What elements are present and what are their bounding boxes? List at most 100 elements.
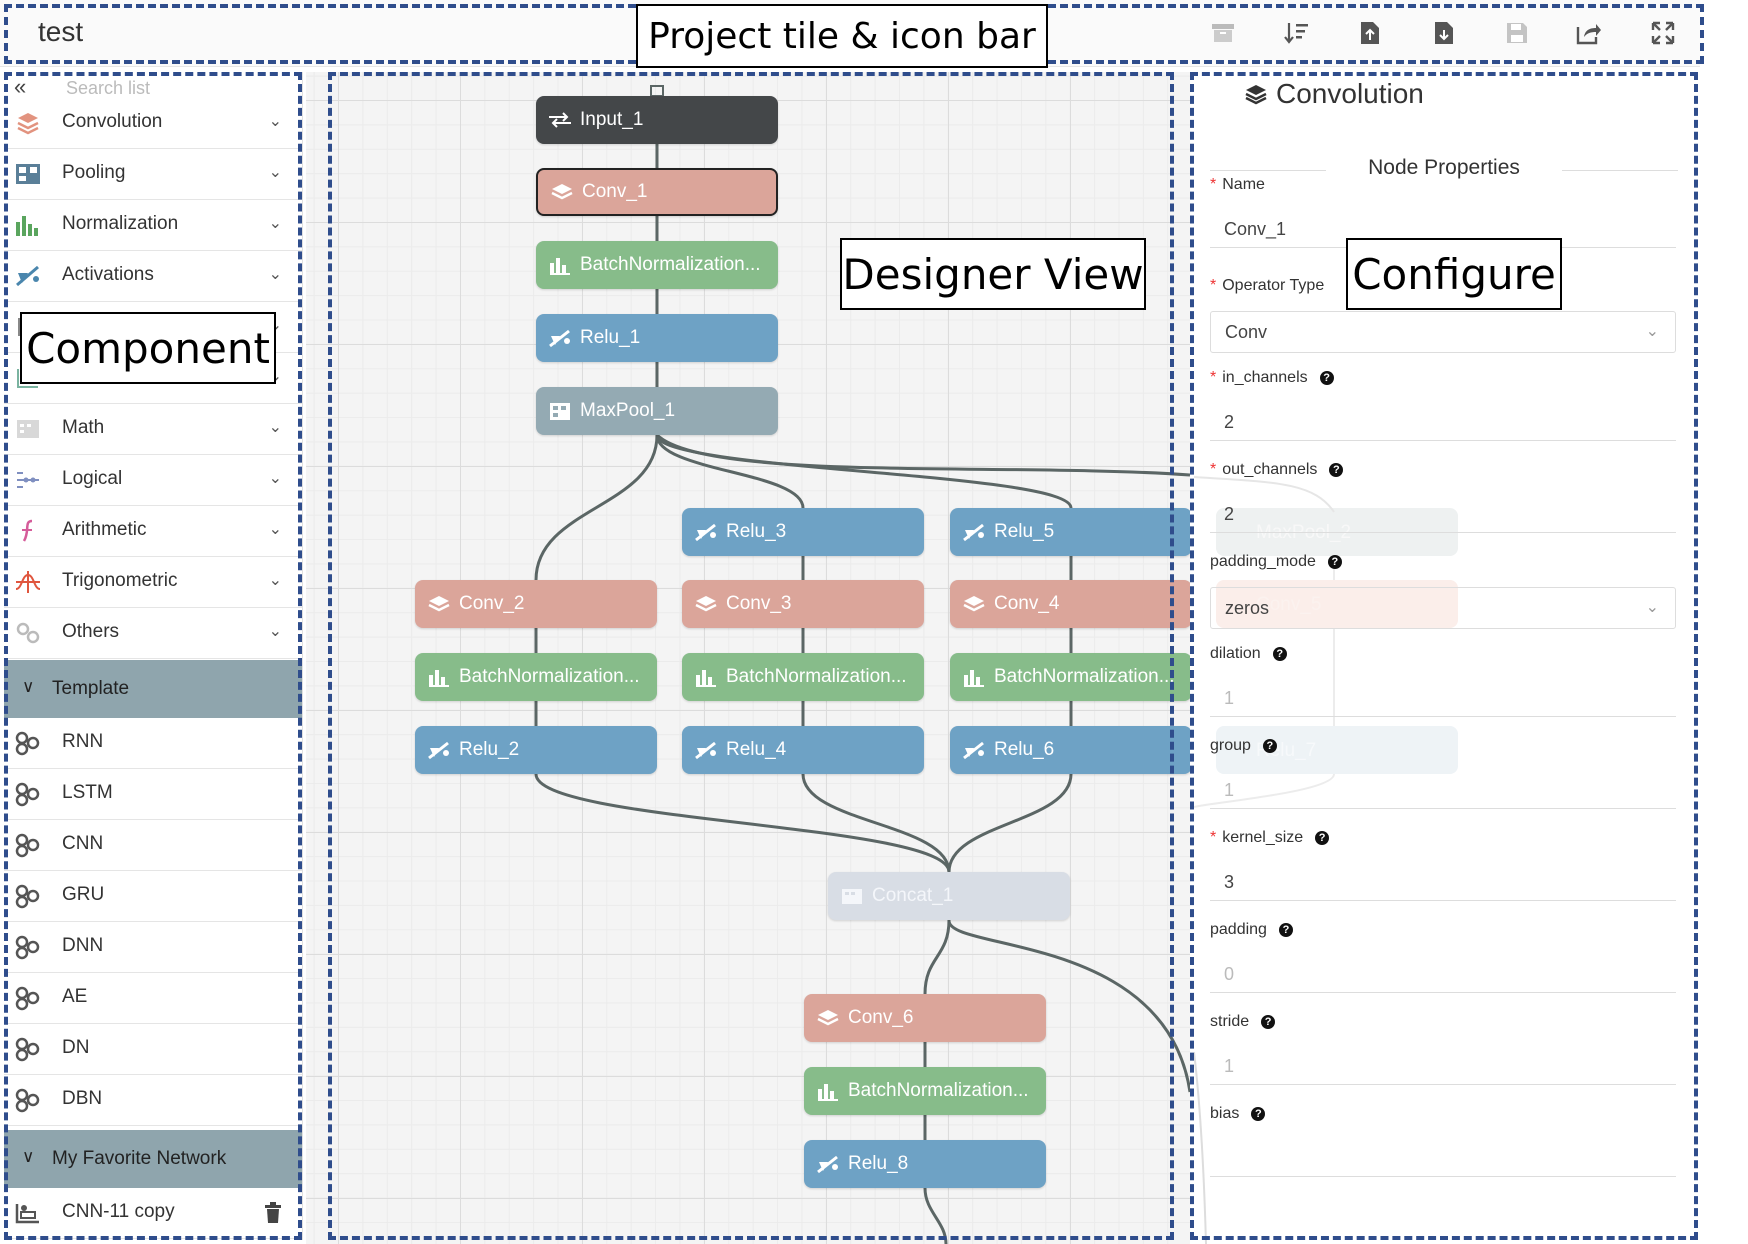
node-bn-2[interactable]: BatchNormalization... bbox=[415, 653, 657, 701]
template-item-dn[interactable]: DN bbox=[4, 1024, 302, 1075]
category-label: Pooling bbox=[62, 162, 126, 183]
search-input[interactable]: Search list bbox=[66, 78, 151, 98]
fullscreen-icon[interactable] bbox=[1648, 18, 1678, 48]
padding-mode-select[interactable]: zeros⌄ bbox=[1210, 587, 1676, 629]
archive-icon[interactable] bbox=[1208, 18, 1238, 48]
category-math[interactable]: Math ⌄ bbox=[4, 404, 302, 455]
chevron-down-icon[interactable]: ⌄ bbox=[268, 521, 282, 538]
category-pooling[interactable]: Pooling ⌄ bbox=[4, 149, 302, 200]
bn-icon bbox=[694, 667, 718, 687]
share-icon[interactable] bbox=[1574, 18, 1604, 48]
chevron-down-icon[interactable]: ⌄ bbox=[268, 419, 282, 436]
node-conv-1[interactable]: Conv_1 bbox=[536, 168, 778, 216]
stride-input[interactable]: 1 bbox=[1210, 1047, 1676, 1085]
node-input-1[interactable]: Input_1 bbox=[536, 96, 778, 144]
node-maxpool-1[interactable]: MaxPool_1 bbox=[536, 387, 778, 435]
template-item-gru[interactable]: GRU bbox=[4, 871, 302, 922]
help-icon[interactable]: ? bbox=[1272, 647, 1287, 661]
field-label-text: bias bbox=[1210, 1105, 1240, 1122]
help-icon[interactable]: ? bbox=[1262, 739, 1277, 753]
save-icon[interactable] bbox=[1502, 18, 1532, 48]
node-conv-2[interactable]: Conv_2 bbox=[415, 580, 657, 628]
panel-title-text: Convolution bbox=[1276, 78, 1424, 109]
input-icon bbox=[548, 110, 572, 130]
sort-icon[interactable] bbox=[1282, 18, 1312, 48]
template-item-cnn[interactable]: CNN bbox=[4, 820, 302, 871]
help-icon[interactable]: ? bbox=[1261, 1015, 1276, 1029]
upload-file-icon[interactable] bbox=[1355, 18, 1385, 48]
node-conv-3[interactable]: Conv_3 bbox=[682, 580, 924, 628]
edge bbox=[923, 919, 951, 995]
node-bn-3[interactable]: BatchNormalization... bbox=[682, 653, 924, 701]
padding-input[interactable]: 0 bbox=[1210, 955, 1676, 993]
chevron-down-icon: ∨ bbox=[22, 677, 35, 696]
chevron-down-icon[interactable]: ⌄ bbox=[268, 470, 282, 487]
category-convolution[interactable]: Convolution ⌄ bbox=[4, 98, 302, 149]
help-icon[interactable]: ? bbox=[1251, 1107, 1266, 1121]
node-relu-2[interactable]: Relu_2 bbox=[415, 726, 657, 774]
component-callout: Component bbox=[20, 312, 276, 384]
node-bn-4[interactable]: BatchNormalization... bbox=[950, 653, 1190, 701]
download-file-icon[interactable] bbox=[1429, 18, 1459, 48]
help-icon[interactable]: ? bbox=[1278, 923, 1293, 937]
chevron-down-icon[interactable]: ⌄ bbox=[268, 572, 282, 589]
template-item-ae[interactable]: AE bbox=[4, 973, 302, 1024]
list-item: DN bbox=[62, 1037, 90, 1058]
collapse-sidebar-icon[interactable]: « bbox=[14, 74, 27, 99]
chevron-down-icon[interactable]: ⌄ bbox=[268, 113, 282, 130]
relu-icon bbox=[816, 1154, 840, 1174]
node-conv-6[interactable]: Conv_6 bbox=[804, 994, 1046, 1042]
group-input[interactable]: 1 bbox=[1210, 771, 1676, 809]
node-relu-3[interactable]: Relu_3 bbox=[682, 508, 924, 556]
node-label: BatchNormalization... bbox=[726, 666, 907, 687]
node-relu-1[interactable]: Relu_1 bbox=[536, 314, 778, 362]
template-item-dbn[interactable]: DBN bbox=[4, 1075, 302, 1126]
field-label-group: group? bbox=[1210, 737, 1277, 755]
bn-icon bbox=[962, 667, 986, 687]
node-relu-5[interactable]: Relu_5 bbox=[950, 508, 1190, 556]
template-item-lstm[interactable]: LSTM bbox=[4, 769, 302, 820]
help-icon[interactable]: ? bbox=[1315, 831, 1330, 845]
node-conv-4[interactable]: Conv_4 bbox=[950, 580, 1190, 628]
node-concat-1[interactable]: Concat_1 bbox=[828, 872, 1070, 920]
kernel-size-input[interactable]: 3 bbox=[1210, 863, 1676, 901]
node-bn-1[interactable]: BatchNormalization... bbox=[536, 241, 778, 289]
field-label-operator-type: *Operator Type bbox=[1210, 277, 1324, 295]
template-item-rnn[interactable]: RNN bbox=[4, 718, 302, 769]
category-activations[interactable]: Activations ⌄ bbox=[4, 251, 302, 302]
category-logical[interactable]: Logical ⌄ bbox=[4, 455, 302, 506]
category-trigonometric[interactable]: Trigonometric ⌄ bbox=[4, 557, 302, 608]
node-bn-6[interactable]: BatchNormalization... bbox=[804, 1067, 1046, 1115]
dilation-input[interactable]: 1 bbox=[1210, 679, 1676, 717]
chevron-down-icon[interactable]: ⌄ bbox=[268, 266, 282, 283]
bias-input[interactable] bbox=[1210, 1139, 1676, 1177]
template-section-header[interactable]: ∨ Template bbox=[4, 660, 302, 718]
in-channels-input[interactable]: 2 bbox=[1210, 403, 1676, 441]
template-item-dnn[interactable]: DNN bbox=[4, 922, 302, 973]
category-others[interactable]: Others ⌄ bbox=[4, 608, 302, 659]
operator-type-select[interactable]: Conv⌄ bbox=[1210, 311, 1676, 353]
help-icon[interactable]: ? bbox=[1329, 463, 1344, 477]
help-icon[interactable]: ? bbox=[1327, 555, 1342, 569]
category-arithmetic[interactable]: Arithmetic ⌄ bbox=[4, 506, 302, 557]
node-label: Relu_6 bbox=[994, 739, 1055, 760]
node-relu-8[interactable]: Relu_8 bbox=[804, 1140, 1046, 1188]
category-normalization[interactable]: Normalization ⌄ bbox=[4, 200, 302, 251]
trash-icon[interactable] bbox=[264, 1202, 282, 1224]
concat-icon bbox=[840, 886, 864, 906]
favorites-section-header[interactable]: ∨ My Favorite Network bbox=[4, 1130, 302, 1188]
chevron-down-icon[interactable]: ⌄ bbox=[268, 164, 282, 181]
category-label: Convolution bbox=[62, 111, 163, 132]
network-icon bbox=[15, 833, 40, 858]
category-label: Arithmetic bbox=[62, 519, 147, 540]
activations-icon bbox=[16, 265, 39, 287]
favorite-item[interactable]: CNN-11 copy bbox=[4, 1188, 302, 1239]
node-relu-4[interactable]: Relu_4 bbox=[682, 726, 924, 774]
list-item: AE bbox=[62, 986, 88, 1007]
node-relu-6[interactable]: Relu_6 bbox=[950, 726, 1190, 774]
chevron-down-icon[interactable]: ⌄ bbox=[268, 623, 282, 640]
help-icon[interactable]: ? bbox=[1319, 371, 1334, 385]
out-channels-input[interactable]: 2 bbox=[1210, 495, 1676, 533]
chevron-down-icon[interactable]: ⌄ bbox=[268, 215, 282, 232]
field-label-text: kernel_size bbox=[1222, 829, 1304, 846]
